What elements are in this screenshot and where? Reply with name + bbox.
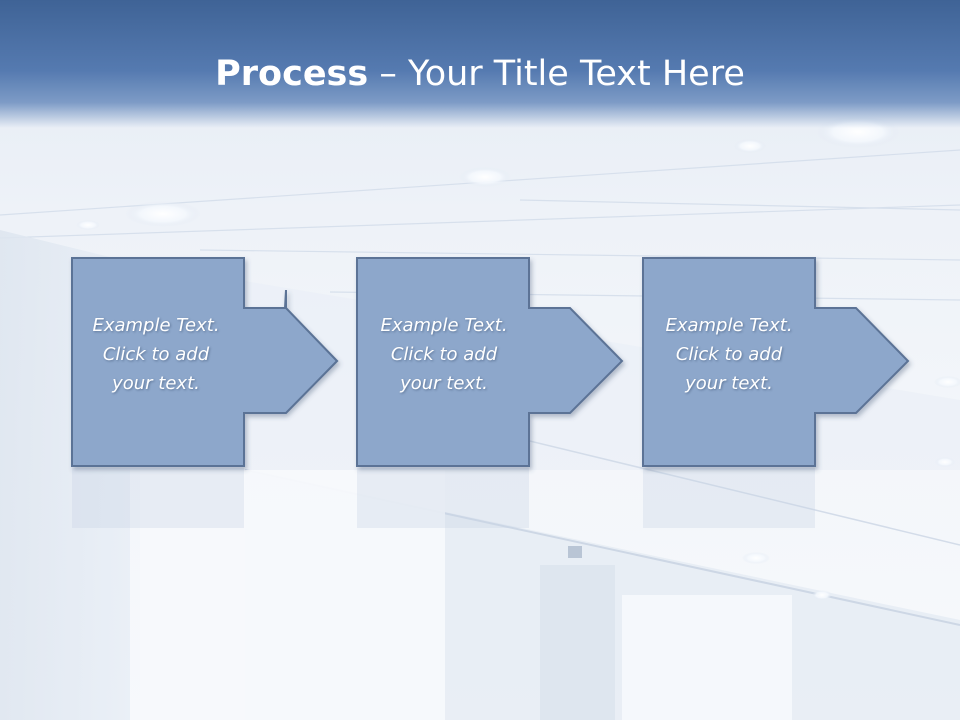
step-3-line-2: Click to add [675,344,783,365]
step-3-line-3: your text. [685,373,773,394]
process-step-2-text[interactable]: Example Text. Click to add your text. [360,311,528,398]
title-rest: – Your Title Text Here [368,54,745,94]
step-1-line-3: your text. [112,373,200,394]
step-1-line-2: Click to add [102,344,210,365]
step-2-line-1: Example Text. [380,315,508,336]
step-2-line-3: your text. [400,373,488,394]
process-step-1-text[interactable]: Example Text. Click to add your text. [72,311,240,398]
slide-title[interactable]: Process – Your Title Text Here [0,52,960,96]
step-2-line-2: Click to add [390,344,498,365]
process-step-2-shape[interactable] [356,257,624,467]
step-3-line-1: Example Text. [665,315,793,336]
process-step-3-shape[interactable] [642,257,910,467]
title-bar [0,0,960,128]
title-strong: Process [215,54,369,94]
step-1-line-1: Example Text. [92,315,220,336]
process-step-3-text[interactable]: Example Text. Click to add your text. [645,311,813,398]
